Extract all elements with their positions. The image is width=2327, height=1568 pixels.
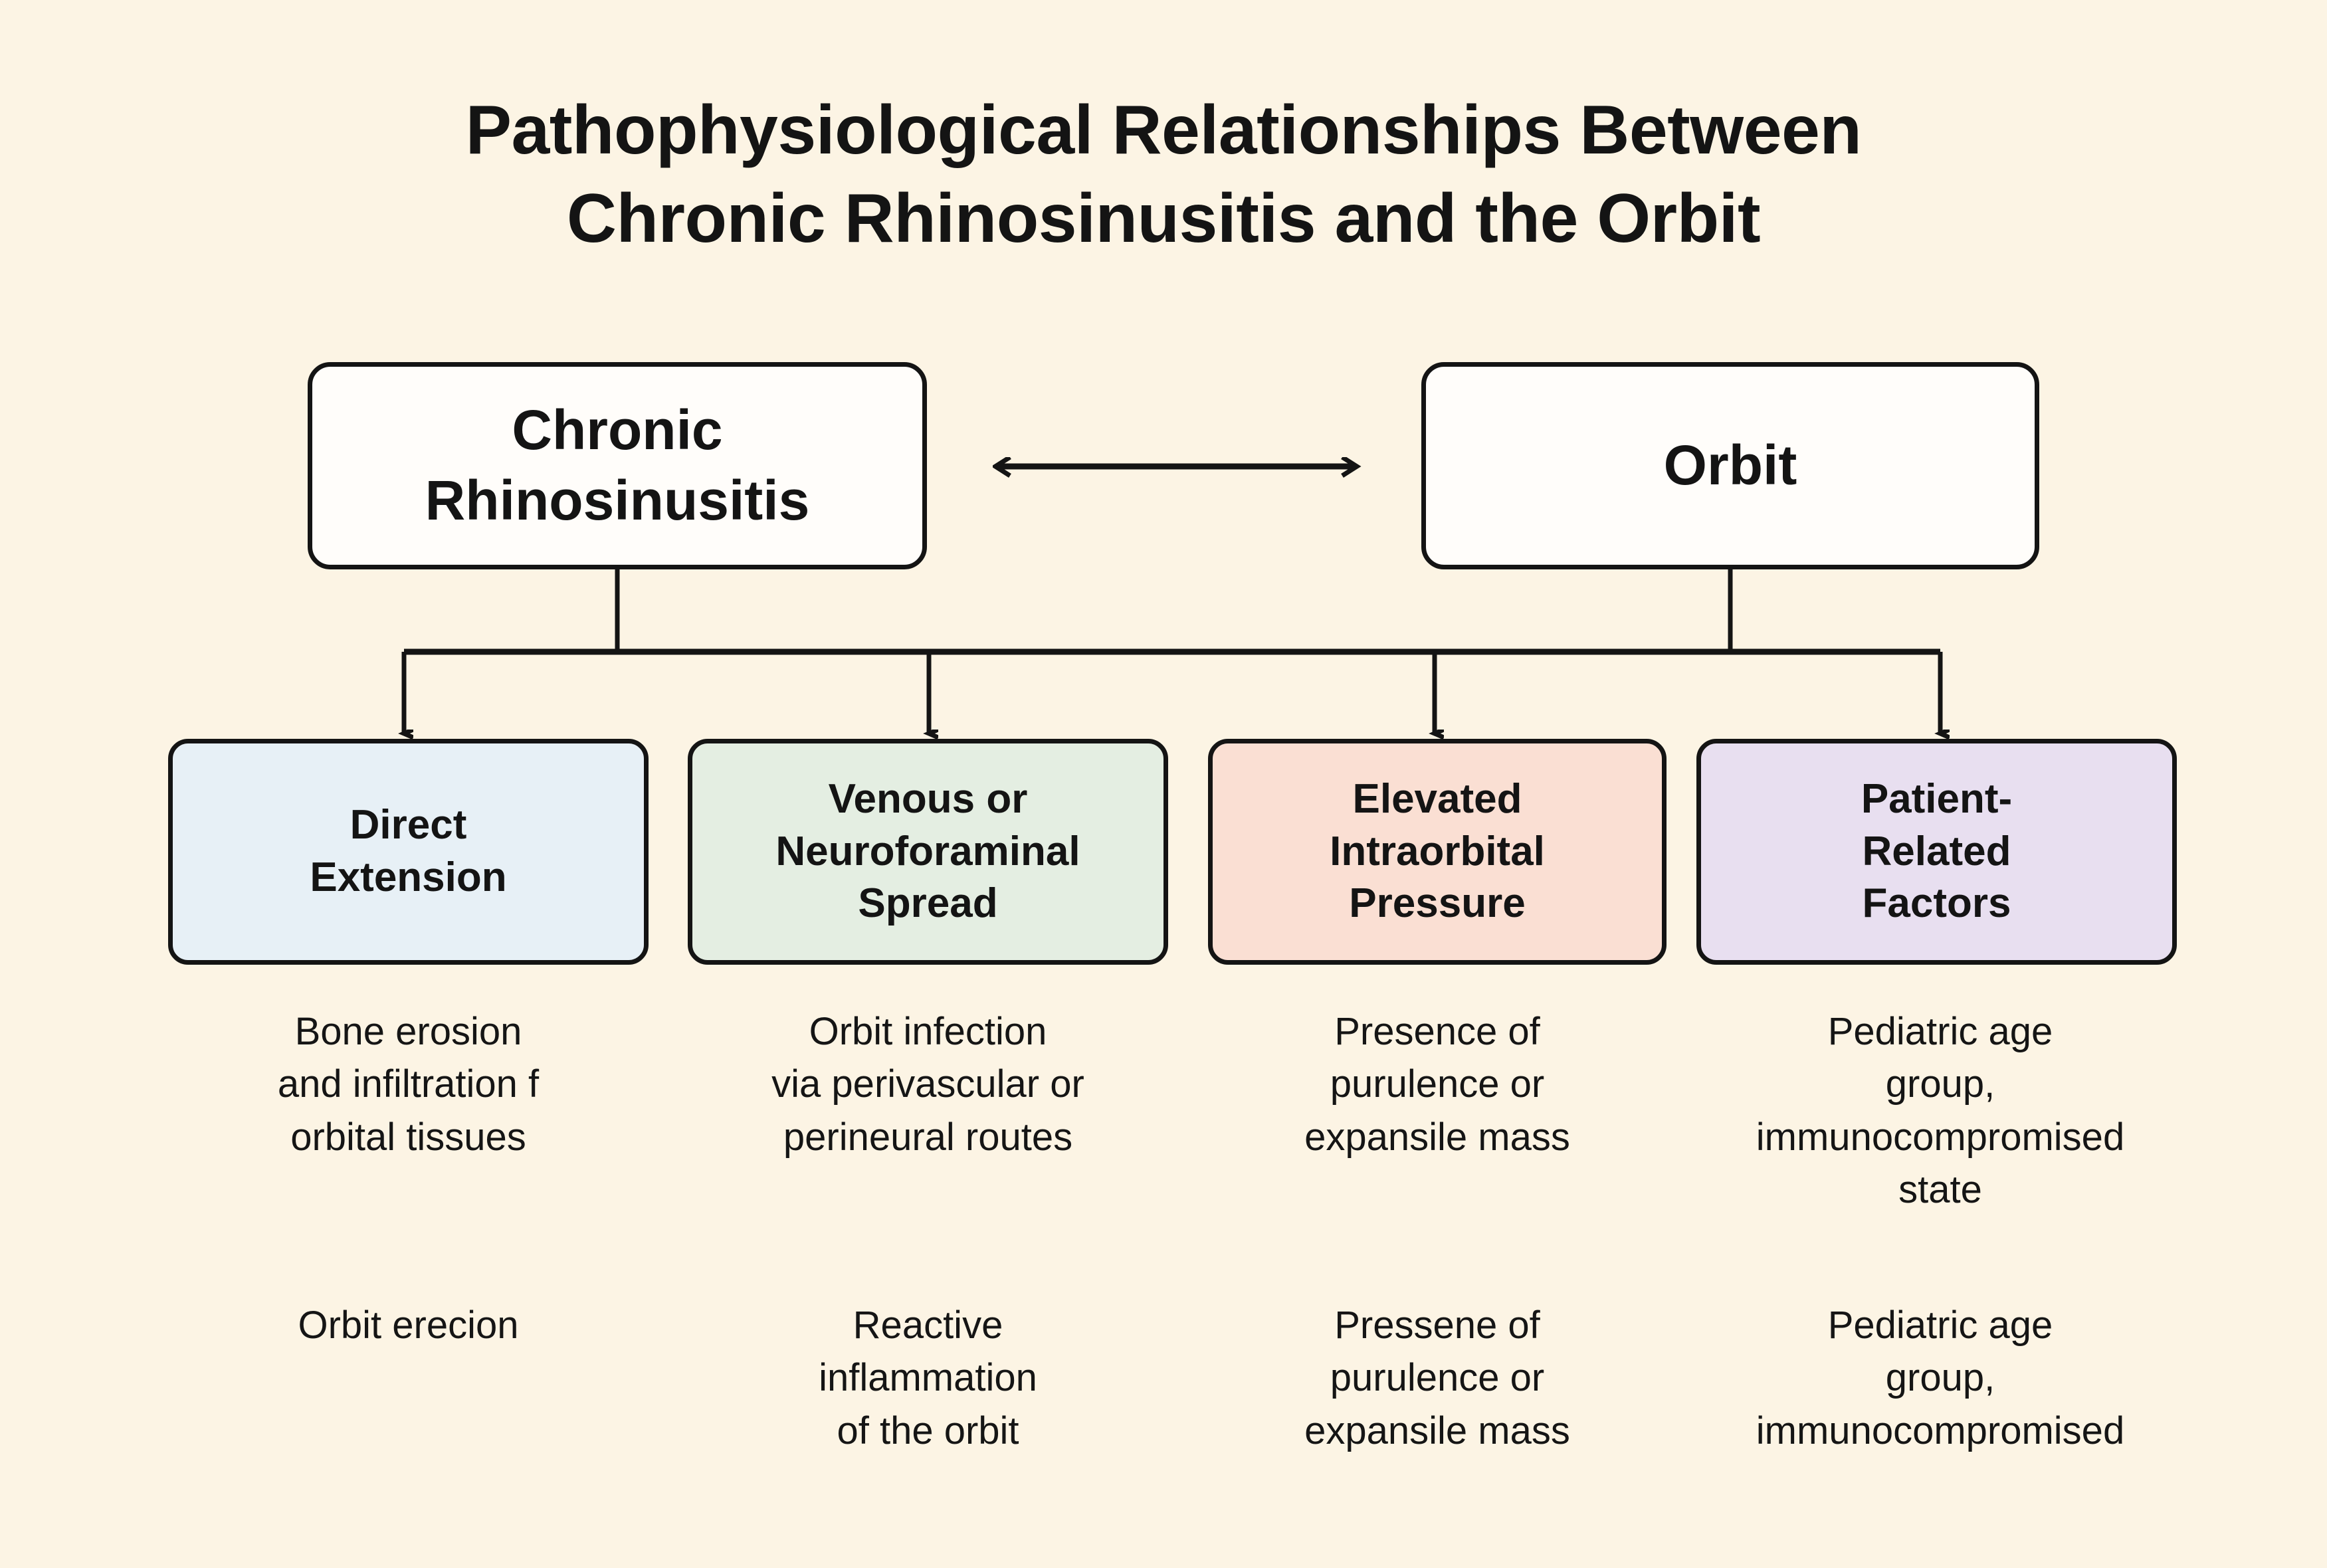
caption-r1c1-line-3: orbital tissues xyxy=(290,1115,526,1159)
caption-row2-col4: Pediatric age group, immunocompromised xyxy=(1678,1299,2203,1457)
category-venous-or-neuroforaminal-spread[interactable]: Venous or Neuroforaminal Spread xyxy=(688,739,1168,965)
caption-r2c3-line-3: expansile mass xyxy=(1304,1409,1570,1452)
category-direct-extension[interactable]: Direct Extension xyxy=(168,739,649,965)
caption-row2-col3: Pressene of purulence or expansile mass xyxy=(1195,1299,1680,1457)
caption-r1c4-line-2: group, xyxy=(1885,1062,1995,1106)
category-0-line-2: Extension xyxy=(310,854,507,900)
caption-r1c4-line-3: immunocompromised xyxy=(1756,1115,2125,1159)
caption-r1c3-line-1: Presence of xyxy=(1334,1010,1540,1053)
node-orbit[interactable]: Orbit xyxy=(1421,362,2039,569)
category-3-line-3: Factors xyxy=(1862,880,2011,927)
caption-r2c4-line-3: immunocompromised xyxy=(1756,1409,2125,1452)
caption-row1-col4: Pediatric age group, immunocompromised s… xyxy=(1678,1005,2203,1217)
caption-row1-col3: Presence of purulence or expansile mass xyxy=(1195,1005,1680,1163)
caption-r2c2-line-2: inflammation xyxy=(819,1356,1037,1400)
category-2-line-3: Pressure xyxy=(1349,880,1526,927)
caption-r2c1-line-1: Orbit erecion xyxy=(298,1304,519,1347)
node-crs-line-2: Rhinosinusitis xyxy=(425,469,810,532)
caption-r1c1-line-2: and infiltration f xyxy=(277,1062,540,1106)
category-patient-related-factors[interactable]: Patient- Related Factors xyxy=(1696,739,2177,965)
category-0-line-1: Direct xyxy=(350,802,467,848)
caption-r1c2-line-3: perineural routes xyxy=(783,1115,1073,1159)
caption-r1c2-line-1: Orbit infection xyxy=(809,1010,1047,1053)
page-title: Pathophysiological Relationships Between… xyxy=(0,86,2327,263)
category-1-line-2: Neuroforaminal xyxy=(775,828,1080,874)
caption-r1c4-line-1: Pediatric age xyxy=(1827,1010,2053,1053)
caption-row2-col1: Orbit erecion xyxy=(155,1299,662,1351)
caption-r1c3-line-3: expansile mass xyxy=(1304,1115,1570,1159)
caption-row1-col1: Bone erosion and infiltration f orbital … xyxy=(155,1005,662,1163)
caption-r2c3-line-1: Pressene of xyxy=(1334,1304,1540,1347)
caption-row1-col2: Orbit infection via perivascular or peri… xyxy=(674,1005,1181,1163)
caption-r1c4-line-4: state xyxy=(1898,1168,1982,1212)
caption-r1c1-line-1: Bone erosion xyxy=(294,1010,522,1053)
category-3-line-2: Related xyxy=(1862,828,2011,874)
node-crs-line-1: Chronic xyxy=(512,399,723,462)
caption-row2-col2: Reactive inflammation of the orbit xyxy=(674,1299,1181,1457)
caption-r1c3-line-2: purulence or xyxy=(1330,1062,1545,1106)
node-chronic-rhinosinusitis[interactable]: Chronic Rhinosinusitis xyxy=(308,362,927,569)
caption-r2c2-line-3: of the orbit xyxy=(837,1409,1019,1452)
caption-r1c2-line-2: via perivascular or xyxy=(771,1062,1084,1106)
category-3-line-1: Patient- xyxy=(1861,775,2013,822)
node-orbit-line-1: Orbit xyxy=(1663,434,1797,497)
caption-r2c2-line-1: Reactive xyxy=(853,1304,1003,1347)
category-1-line-1: Venous or xyxy=(828,775,1028,822)
caption-r2c4-line-2: group, xyxy=(1885,1356,1995,1400)
title-line-1: Pathophysiological Relationships Between xyxy=(465,92,1862,169)
category-elevated-intraorbital-pressure[interactable]: Elevated Intraorbital Pressure xyxy=(1208,739,1667,965)
category-1-line-3: Spread xyxy=(858,880,998,927)
caption-r2c3-line-2: purulence or xyxy=(1330,1356,1545,1400)
category-2-line-2: Intraorbital xyxy=(1330,828,1545,874)
caption-r2c4-line-1: Pediatric age xyxy=(1827,1304,2053,1347)
title-line-2: Chronic Rhinosinusitis and the Orbit xyxy=(566,180,1761,258)
category-2-line-1: Elevated xyxy=(1352,775,1522,822)
